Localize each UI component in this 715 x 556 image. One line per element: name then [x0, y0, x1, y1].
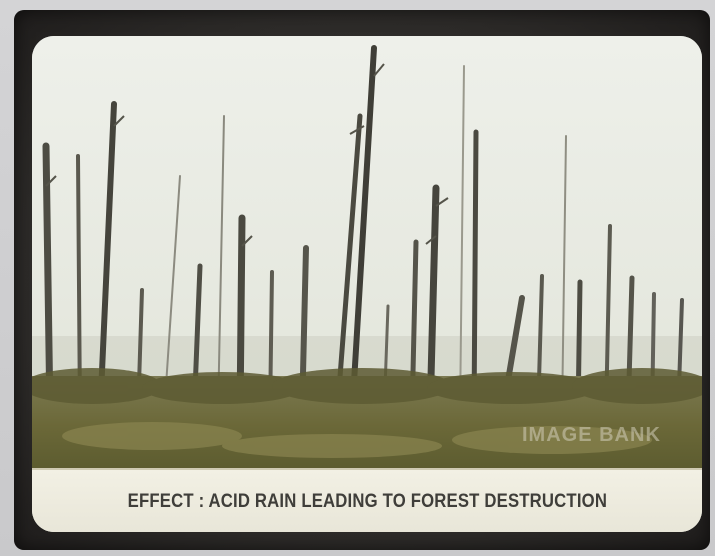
shrubs	[32, 368, 702, 404]
caption-text: EFFECT : ACID RAIN LEADING TO FOREST DES…	[127, 491, 607, 512]
broken-branches	[45, 63, 449, 247]
image-bank-watermark: IMAGE BANK	[522, 424, 661, 446]
foreground-grass	[62, 422, 652, 458]
photo-card: IMAGE BANK EFFECT : ACID RAIN LEADING TO…	[32, 36, 702, 532]
caption-bar: EFFECT : ACID RAIN LEADING TO FOREST DES…	[32, 468, 702, 532]
forest-destruction-photo	[32, 36, 702, 532]
